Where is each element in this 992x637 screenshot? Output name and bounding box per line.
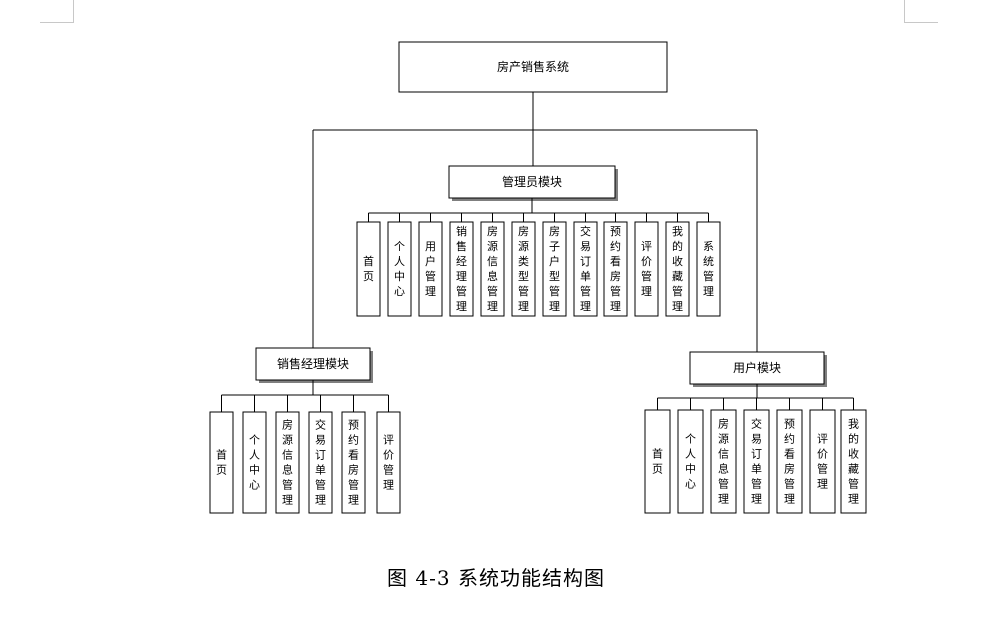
- module-admin-child-4-label: 房源信息管理: [487, 225, 498, 313]
- module-manager-child-2-label: 房源信息管理: [282, 419, 293, 507]
- module-user-child-0: [644, 409, 671, 514]
- module-manager-child-1-label: 个人中心: [249, 434, 260, 492]
- module-manager-child-5: [376, 411, 401, 514]
- module-manager-child-3-label: 交易订单管理: [315, 418, 326, 507]
- module-user-child-2: [710, 409, 737, 514]
- module-manager-child-4: [341, 411, 366, 514]
- module-user-child-2-label: 房源信息管理: [718, 418, 729, 506]
- module-manager-label: 销售经理模块: [277, 356, 349, 371]
- module-user-child-1-label: 个人中心: [685, 433, 696, 491]
- module-admin-child-0-label: 首页: [363, 254, 374, 283]
- module-admin-child-5: [511, 221, 536, 317]
- module-admin-child-2: [418, 221, 443, 317]
- module-admin-child-3-label: 销售经理管理: [456, 224, 467, 313]
- root-label: 房产销售系统: [497, 59, 569, 74]
- module-admin-child-7-label: 交易订单管理: [580, 224, 591, 313]
- module-user-child-0-label: 首页: [652, 447, 663, 476]
- module-user-child-1: [677, 409, 704, 514]
- module-manager-child-4-label: 预约看房管理: [348, 419, 359, 507]
- module-manager-child-0: [209, 411, 234, 514]
- module-user-child-3: [743, 409, 770, 514]
- module-user-label: 用户模块: [733, 360, 781, 375]
- module-admin-child-10: [665, 221, 690, 317]
- module-user-child-5: [809, 409, 836, 514]
- module-manager-child-0-label: 首页: [216, 448, 227, 477]
- module-admin-child-3: [449, 221, 474, 317]
- module-admin-child-5-label: 房源类型管理: [518, 225, 529, 313]
- module-admin-child-1: [387, 221, 412, 317]
- module-manager-box: [255, 347, 371, 381]
- root-box: [398, 41, 668, 93]
- module-admin-child-6-label: 房子户型管理: [549, 225, 560, 313]
- module-user-child-6-label: 我的收藏管理: [848, 418, 859, 506]
- module-admin-child-2-label: 用户管理: [425, 240, 436, 298]
- module-user-child-4-label: 预约看房管理: [784, 418, 795, 506]
- module-admin-child-7: [573, 221, 598, 317]
- module-admin-child-11-label: 系统管理: [703, 240, 714, 298]
- module-admin-child-8-label: 预约看房管理: [610, 225, 621, 313]
- module-manager-child-1: [242, 411, 267, 514]
- module-admin-child-0: [356, 221, 381, 317]
- module-user-box: [689, 351, 825, 385]
- module-admin-child-4: [480, 221, 505, 317]
- module-admin-label: 管理员模块: [502, 174, 562, 189]
- module-user-child-4: [776, 409, 803, 514]
- module-admin-child-6: [542, 221, 567, 317]
- module-manager-child-3: [308, 411, 333, 514]
- module-admin-child-10-label: 我的收藏管理: [672, 225, 683, 313]
- module-manager-child-5-label: 评价管理: [383, 434, 394, 492]
- figure-caption: 图 4-3 系统功能结构图: [387, 566, 605, 590]
- module-admin-child-11: [696, 221, 721, 317]
- module-user-child-3-label: 交易订单管理: [751, 417, 762, 506]
- module-user-child-6: [840, 409, 867, 514]
- module-admin-child-1-label: 个人中心: [394, 240, 405, 298]
- module-admin-child-9-label: 评价管理: [641, 240, 652, 298]
- module-manager-child-2: [275, 411, 300, 514]
- module-admin-child-8: [603, 221, 628, 317]
- module-admin-child-9: [634, 221, 659, 317]
- module-user-child-5-label: 评价管理: [817, 433, 828, 491]
